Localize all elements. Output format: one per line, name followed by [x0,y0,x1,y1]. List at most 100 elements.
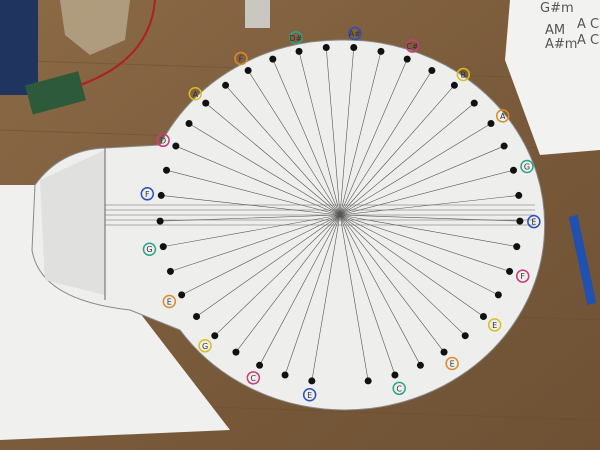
note-ring [495,109,510,123]
tuning-pin [202,99,210,107]
string [339,59,408,216]
tuning-pin [157,191,165,199]
string [311,214,341,381]
string [235,214,341,353]
string [214,214,341,336]
tuning-pin [222,81,230,89]
note-line: A C [577,33,599,48]
string [339,47,355,216]
tuning-pin [163,166,171,174]
note-ring [142,242,157,256]
note-ring [520,159,534,174]
note-ring [140,187,155,201]
tuning-pin [377,47,385,55]
note-label: E [450,360,455,369]
tuning-pin [211,332,219,340]
tuning-pin [364,377,372,385]
note-ring [234,51,248,66]
tuning-pins [156,43,524,385]
tuning-pin [416,361,424,369]
string [163,214,341,247]
string [259,214,341,366]
tuning-pin [185,120,193,128]
string [339,70,433,216]
note-label: A [500,112,506,121]
tuning-pin [178,291,186,299]
tuning-pin [461,332,469,340]
note-label: C [396,384,402,393]
string [339,85,455,216]
tuning-pin [494,291,502,299]
note-ring [289,31,303,45]
tuning-pin [256,361,264,369]
string [181,214,341,296]
string [339,102,475,216]
tuning-pin [428,67,436,75]
notes-paper: G#m AM A#m A C# A C [505,0,600,155]
tuning-pin [479,312,487,320]
tuning-pin [232,348,240,356]
note-ring [445,356,459,371]
red-wire [79,0,156,86]
string [196,214,341,317]
note-label: A [193,90,199,99]
note-label: E [492,321,497,330]
string [188,123,341,216]
note-ring [515,269,530,283]
note-label: G [202,342,208,351]
tuning-pin [269,55,277,63]
note-label: E [531,218,536,227]
blue-box [0,0,38,95]
tuning-pin [322,43,330,51]
string [272,59,341,216]
note-ring [392,381,406,396]
note-label: F [145,190,150,199]
tuning-pin [172,142,180,150]
tuning-pin [513,243,521,251]
note-label: C [251,374,257,383]
string [339,214,517,247]
string [339,214,369,381]
note-line: A#m [545,37,577,52]
tuning-pin [440,348,448,356]
tuning-pin [391,371,399,379]
string [339,214,445,353]
tuning-pin [487,120,495,128]
tuning-pin [308,377,316,385]
metal-part [245,0,270,28]
string [339,214,396,376]
note-label: D# [289,34,302,43]
note-ring [456,67,471,82]
tuning-pin [193,312,201,320]
note-ring [162,294,177,309]
note-ring [527,214,541,229]
tuning-pin [403,55,411,63]
tuning-pin [509,166,517,174]
note-label: B [461,70,467,79]
string [170,214,341,272]
tuning-pin [450,81,458,89]
string [175,145,341,216]
string [284,214,341,376]
tuning-pin [295,47,303,55]
note-line: A C# [577,17,600,32]
note-line: AM [545,23,565,38]
string [339,214,466,336]
note-line: G#m [540,1,574,16]
staff-lines [105,204,535,226]
tuning-pin [166,267,174,275]
strings [160,47,520,381]
string [339,214,421,366]
note-ring [246,371,261,385]
string [339,214,484,317]
string [339,51,382,216]
note-label: E [307,391,312,400]
note-label: A# [349,30,361,39]
string [247,70,341,216]
note-label: C# [406,42,419,51]
string [166,169,341,216]
string [339,145,505,216]
string [339,214,510,272]
